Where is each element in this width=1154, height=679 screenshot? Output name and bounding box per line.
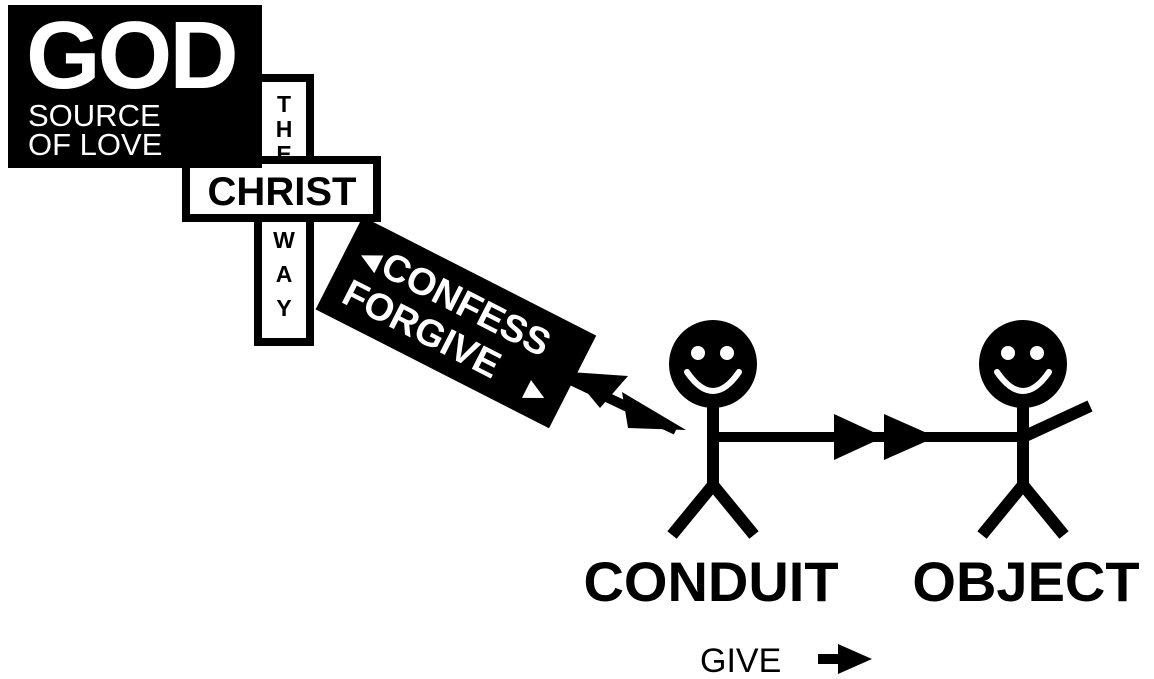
god-box: GOD SOURCE OF LOVE: [8, 2, 262, 168]
cross-overlap-fill-h: [190, 164, 373, 214]
cross: T H E CHRIST W A Y: [182, 74, 381, 346]
conduit-right-eye: [720, 346, 734, 360]
conduit-smile: [684, 369, 742, 394]
cross-letter-a: A: [276, 261, 293, 287]
give-arrowhead-1: [834, 414, 884, 460]
cross-letter-h: H: [276, 116, 293, 142]
right-arrow-icon: [818, 644, 872, 674]
object-smile: [994, 369, 1052, 394]
give-arrow: [713, 414, 1024, 460]
cross-letter-y: Y: [276, 295, 291, 321]
object-figure: [977, 320, 1093, 539]
cross-word-christ: CHRIST: [208, 170, 357, 214]
cross-letter-w: W: [273, 227, 295, 253]
conduit-head: [669, 320, 757, 408]
arrowhead-1: [570, 372, 628, 408]
god-box-background: [8, 5, 262, 168]
god-subtitle-line1: SOURCE: [28, 98, 161, 133]
give-arrowhead-2: [884, 414, 936, 460]
cross-letter-e: E: [276, 141, 291, 167]
god-subtitle-line2: OF LOVE: [28, 127, 162, 162]
conduit-figure: [667, 320, 759, 539]
god-title: GOD: [26, 2, 236, 109]
object-left-eye: [1001, 346, 1015, 360]
banner-background: [315, 216, 597, 429]
conduit-left-eye: [691, 346, 705, 360]
give-legend: GIVE: [700, 642, 872, 679]
cross-letter-t: T: [277, 91, 291, 117]
confess-forgive-banner: ◀ CONFESS FORGIVE ▶: [315, 216, 597, 429]
arrowhead-2: [622, 392, 686, 430]
give-legend-label: GIVE: [700, 642, 781, 679]
object-label: OBJECT: [912, 550, 1139, 613]
incoming-arrow: [555, 369, 686, 435]
object-head: [979, 320, 1067, 408]
conduit-label: CONDUIT: [583, 550, 838, 613]
object-right-eye: [1030, 346, 1044, 360]
